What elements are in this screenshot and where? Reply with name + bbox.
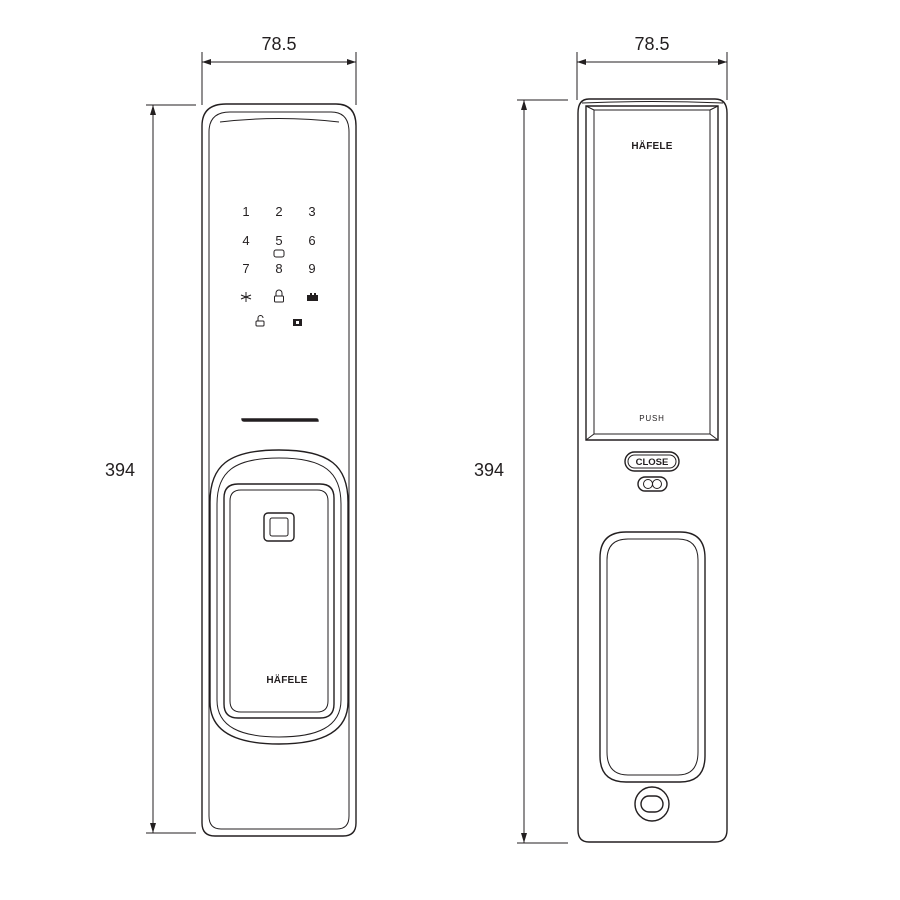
front-card-slot bbox=[241, 418, 319, 422]
front-body-outer bbox=[201, 103, 357, 837]
back-width-dimension: 78.5 bbox=[576, 34, 728, 100]
close-button: CLOSE bbox=[624, 451, 680, 472]
back-width-label: 78.5 bbox=[634, 34, 669, 54]
battery-icon bbox=[307, 293, 318, 301]
key-2: 2 bbox=[275, 204, 282, 219]
mode-toggle-icon bbox=[637, 476, 668, 492]
back-handle-recess-inner bbox=[606, 538, 699, 776]
front-width-label: 78.5 bbox=[261, 34, 296, 54]
back-handle-recess-outer bbox=[599, 531, 706, 783]
fingerprint-sensor-icon bbox=[263, 512, 295, 542]
front-view: 78.5 394 1 2 3 4 5 6 7 8 9 bbox=[105, 34, 357, 837]
front-brand-logo: HÄFELE bbox=[266, 673, 307, 686]
front-handle-outer bbox=[209, 449, 349, 745]
front-width-dimension: 78.5 bbox=[201, 34, 357, 105]
back-push-panel-inner bbox=[593, 109, 711, 435]
close-label: CLOSE bbox=[636, 457, 669, 468]
key-4: 4 bbox=[242, 233, 249, 248]
key-8: 8 bbox=[275, 261, 282, 276]
key-7: 7 bbox=[242, 261, 249, 276]
front-height-dimension: 394 bbox=[105, 104, 196, 834]
unlock-indicator-icon bbox=[255, 315, 265, 327]
front-handle-rim bbox=[216, 457, 342, 738]
star-icon bbox=[240, 292, 252, 302]
push-label: PUSH bbox=[639, 414, 664, 423]
lock-key-icon bbox=[274, 289, 284, 303]
back-view: 78.5 394 HÄFELE PUSH CLOSE bbox=[474, 34, 728, 844]
front-body-inner bbox=[208, 111, 350, 830]
key-cylinder-icon bbox=[634, 786, 670, 822]
key-6: 6 bbox=[308, 233, 315, 248]
back-height-dimension: 394 bbox=[474, 99, 568, 844]
back-push-panel bbox=[585, 105, 719, 441]
back-body-outer bbox=[577, 98, 728, 843]
back-height-label: 394 bbox=[474, 460, 504, 480]
front-height-label: 394 bbox=[105, 460, 135, 480]
key-3: 3 bbox=[308, 204, 315, 219]
back-brand-logo: HÄFELE bbox=[631, 139, 672, 152]
key-5: 5 bbox=[275, 233, 282, 248]
key-1: 1 bbox=[242, 204, 249, 219]
key-5-sub-icon bbox=[273, 249, 285, 258]
card-indicator-icon bbox=[293, 319, 302, 326]
front-keypad: 1 2 3 4 5 6 7 8 9 bbox=[240, 204, 318, 327]
front-handle-grip bbox=[223, 483, 335, 719]
key-9: 9 bbox=[308, 261, 315, 276]
